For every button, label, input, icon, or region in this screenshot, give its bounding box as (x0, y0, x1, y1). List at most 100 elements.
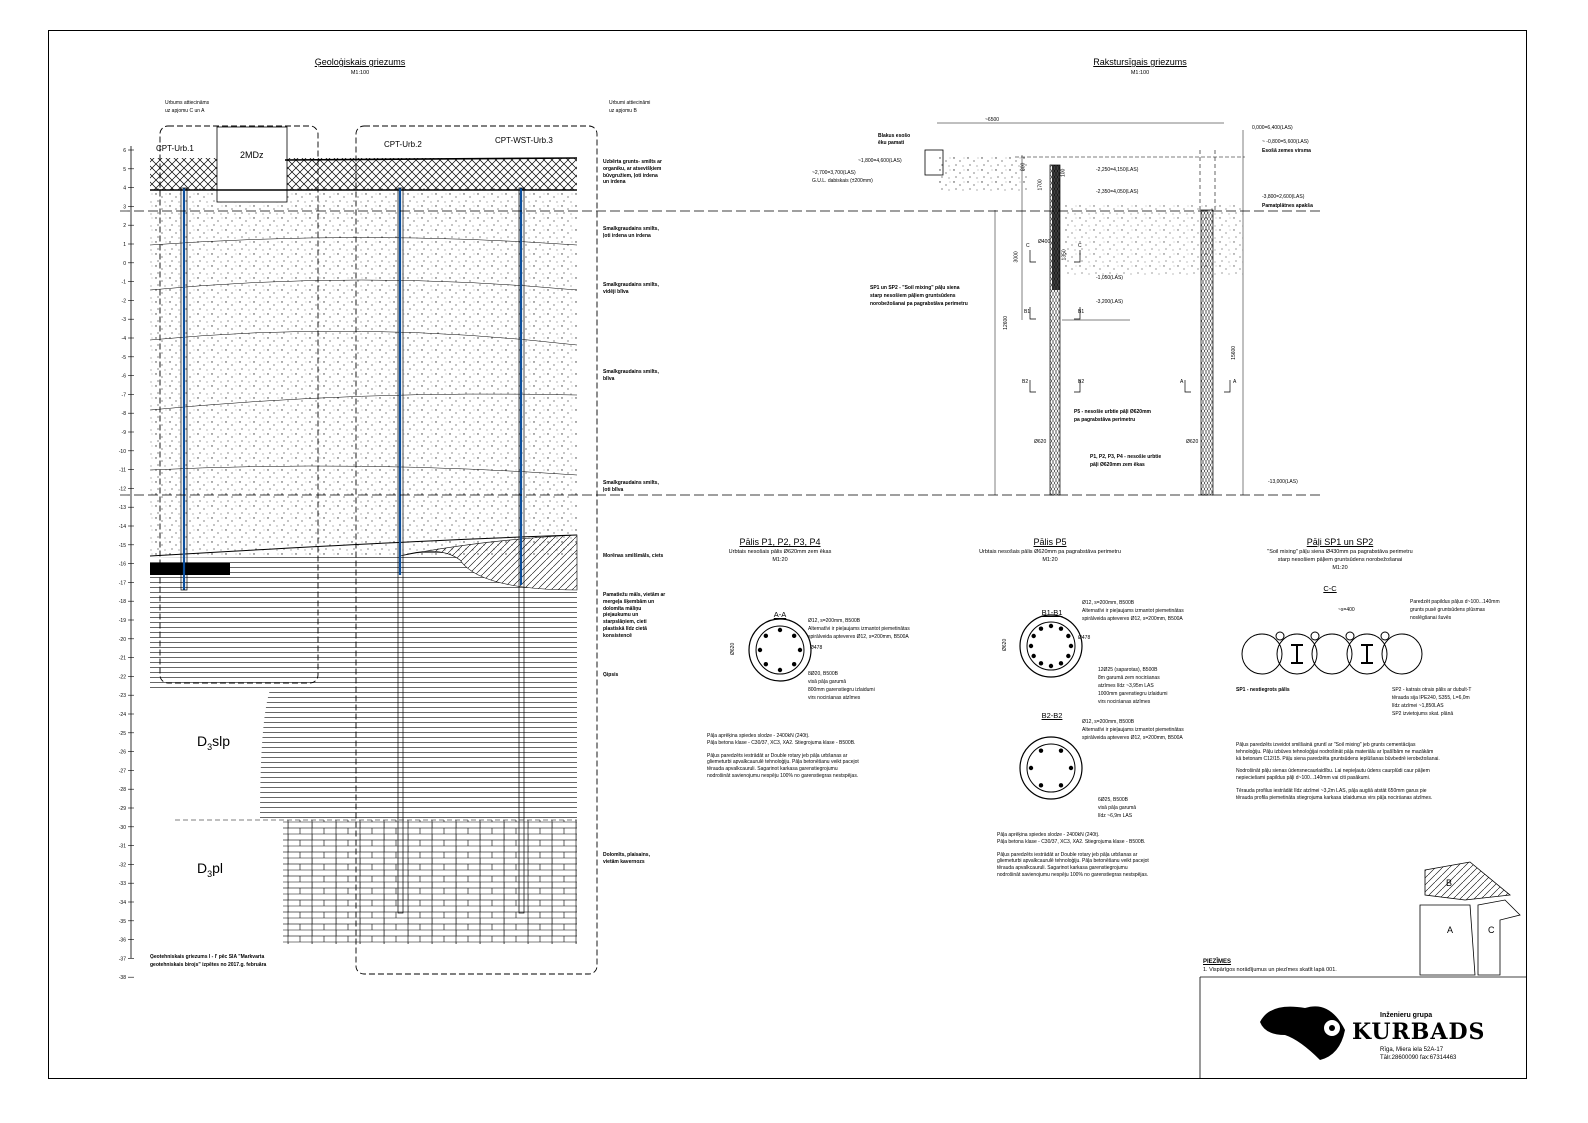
p5-callout2-5: visā pāļa garumā (1098, 805, 1137, 811)
company-top: Inženieru grupa (1380, 1012, 1433, 1019)
depth-tick-label: -4 (122, 336, 127, 342)
p5-callout2-2: Alternatīvi ir pieļaujams izmantot pieme… (1082, 727, 1184, 733)
sp1-label: SP1 - nestiegrots pālis (1236, 687, 1290, 693)
rebar (777, 627, 783, 633)
pile-sp-subtitle-2: starp nesošiem pāļiem gruntsūdens norobe… (1277, 557, 1403, 563)
rebar (1038, 626, 1044, 631)
notes-item-1: 1. Vispārīgos norādījumus un piezīmes sk… (1203, 967, 1337, 973)
depth-tick-label: 4 (123, 186, 126, 192)
level-right-1: 0,000=6,400(LAS) (1252, 125, 1293, 131)
level-mid-4: -3,200(LAS) (1096, 299, 1123, 305)
p1-callout-6: 800mm garenstiegru izlaidumi (808, 687, 875, 693)
rebar (1038, 748, 1044, 753)
p5-callout2-4: 6Ø25, B500B (1098, 797, 1129, 803)
section-b1-b1-drawing (1019, 614, 1083, 678)
depth-tick-label: -11 (119, 468, 126, 474)
pile-p1-p4 (1200, 209, 1214, 496)
rebar (1031, 633, 1036, 639)
rebar (1058, 626, 1064, 631)
p5-label-2: pa pagrabstāva perimetru (1074, 417, 1136, 423)
p1-callout-2: Alternatīvi ir pieļaujams izmantot pieme… (808, 626, 910, 632)
section-c-c-drawing (1241, 631, 1423, 675)
p1-dim-620: Ø620 (730, 642, 737, 655)
sp-notes: Pāļus paredzēts izveidot smilšainā grunt… (1236, 742, 1440, 801)
sp-callout-top-2: grunts pusē gruntsūdens plūsmas (1410, 607, 1486, 613)
p5-label-1: P5 - nesošie urbtie pāļi Ø620mm (1074, 409, 1151, 415)
depth-tick-label: -32 (119, 862, 126, 868)
p5-callout2-6: līdz ~6,9m LAS (1098, 813, 1133, 819)
depth-tick-label: 2 (123, 223, 126, 229)
level-mid-2: -2,350=4,050(LAS) (1096, 189, 1139, 195)
rebar (1038, 783, 1044, 788)
p5-callout1-2: Alternatīvi ir pieļaujams izmantot pieme… (1082, 608, 1184, 614)
depth-tick-label: -38 (119, 975, 126, 981)
neighbor-label-2: ēku pamati (878, 140, 905, 146)
keyplan-a: A (1447, 925, 1454, 935)
level-right-5: Pamatplātnes apakša (1262, 203, 1313, 209)
dim-label-sp-dia: Ø400 (1038, 239, 1051, 245)
depth-tick-label: -22 (119, 674, 126, 680)
layer-desc-7: Pamatiežu māls, vietām ar mergeļa šķembā… (603, 592, 666, 639)
key-plan (1419, 861, 1521, 976)
dolomite-layer (283, 820, 577, 944)
dim-label-p5-dia: Ø620 (1034, 439, 1047, 445)
depth-tick-label: -10 (119, 449, 126, 455)
level-right-4: -3,800=2,600(LAS) (1262, 194, 1305, 200)
strata-d3slp: D3slp (197, 733, 231, 752)
level-left-1: ~1,800=4,600(LAS) (858, 158, 902, 164)
p1-callout-3: spirālveida apteveres Ø12, s=200mm, B500… (808, 634, 909, 640)
p5-dim-478: Ø478 (1078, 635, 1091, 641)
company-name: KURBADS (1352, 1019, 1486, 1045)
dim-label-100: 100 (1060, 168, 1067, 178)
building-2mdz (216, 126, 288, 203)
pile-p1-scale: M1:20 (772, 557, 788, 563)
geo-section-title: Ģeoloģiskais griezums (314, 57, 406, 67)
char-section-title: Rakstursīgais griezums (1093, 57, 1187, 67)
pile-p1-title: Pālis P1, P2, P3, P4 (739, 537, 821, 547)
p1-dim-478: Ø478 (810, 645, 823, 651)
geo-footnote-1: Ģeotehniskais griezums I - I' pēc SIA "M… (150, 954, 265, 960)
p1-callout-4: 8Ø20, B500B (808, 671, 839, 677)
depth-tick-label: -1 (122, 280, 127, 286)
depth-tick-label: -35 (119, 919, 126, 925)
company-address: Rīga, Miera iela 52A-17 (1380, 1047, 1444, 1053)
rebar (1038, 661, 1044, 666)
level-mid-1: -2,250=4,150(LAS) (1096, 167, 1139, 173)
depth-tick-label: 3 (123, 204, 126, 210)
dim-label-15600: 15600 (1231, 345, 1238, 360)
moraine-boundary (149, 534, 578, 557)
depth-tick-label: -17 (119, 580, 126, 586)
layer-desc-5: Smalkgraudains smilts, ļoti blīva (603, 480, 659, 493)
level-right-2: ~ -0,800=5,600(LAS) (1262, 139, 1309, 145)
pile-p5-subtitle: Urbtais nesošais pālis Ø620mm pa pagrabs… (979, 549, 1121, 555)
sp2-label-4: SP2 izvietojums skat. plānā (1392, 711, 1454, 717)
drawing-sheet (48, 30, 1527, 1079)
level-left-3: G.U.L. dabiskais (±200mm) (812, 178, 873, 184)
strata-d3pl: D3pl (197, 860, 224, 879)
rebar (763, 633, 769, 639)
char-section-scale: M1:100 (1130, 70, 1150, 76)
dim-label-12600: 12600 (1003, 315, 1010, 330)
depth-tick-label: -5 (122, 355, 127, 361)
section-c-c-label: C-C (1323, 584, 1337, 593)
p5-callout1-1: Ø12, s=200mm, B500B (1082, 600, 1135, 606)
p1-callout-1: Ø12, s=200mm, B500B (808, 618, 861, 624)
p5-callout1-5: 8m garumā zem nocirśanas (1098, 675, 1160, 681)
depth-tick-label: -16 (119, 562, 126, 568)
building-label: 2MDz (240, 150, 264, 160)
cut-mark-c-left: C (1026, 243, 1030, 249)
cut-mark-b2-left: B2 (1022, 379, 1029, 385)
cut-mark-a-left: A (1180, 379, 1184, 385)
rebar (1031, 653, 1036, 659)
depth-tick-label: -24 (119, 712, 126, 718)
section-a-a-drawing (748, 618, 812, 682)
p5-notes: Pāļa aprēķina spiedes slodze - 2400kN (2… (997, 832, 1149, 878)
p14-label-1: P1, P2, P3, P4 - nesošie urbtie (1090, 454, 1162, 460)
p5-callout1-8: virs nocirśanas atzīmes (1098, 699, 1151, 705)
rebar (1058, 748, 1064, 753)
p5-callout1-4: 12Ø25 (saparotas), B500B (1098, 667, 1158, 673)
p5-callout1-3: spirālveida apteveres Ø12, s=200mm, B500… (1082, 616, 1183, 622)
kurbads-logo (1260, 1006, 1345, 1060)
depth-tick-label: -20 (119, 637, 126, 643)
geo-footnote-2: geotehniskais birojs" izpētes no 2017.g.… (150, 962, 267, 968)
